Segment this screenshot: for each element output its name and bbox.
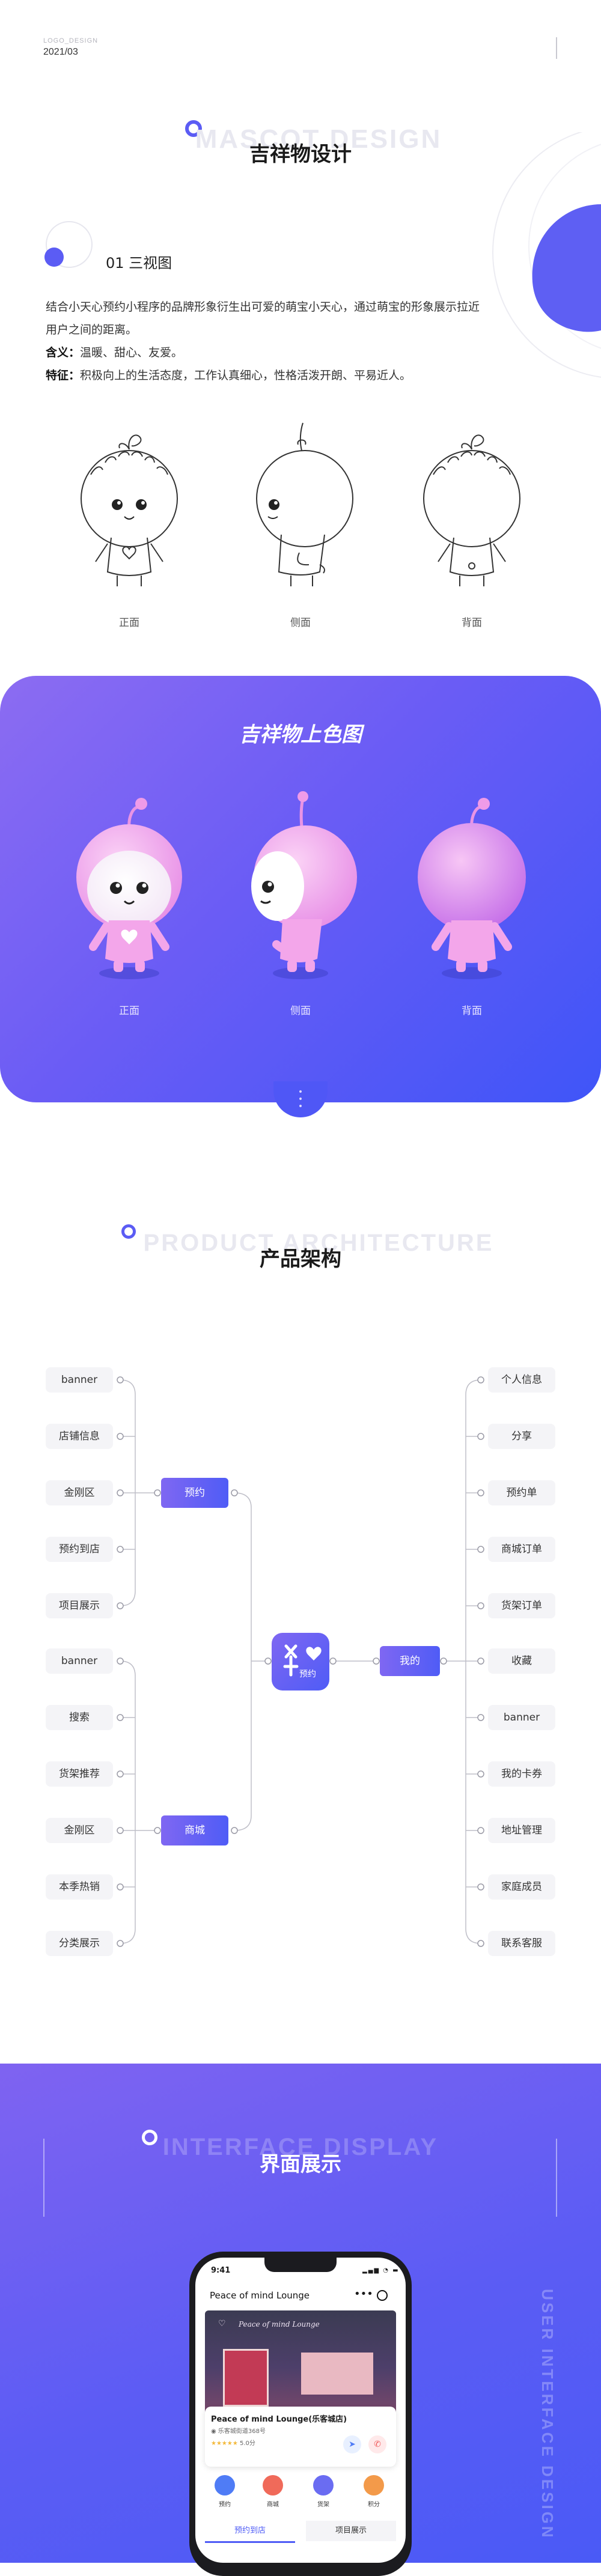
phone-screen: 9:41 ▂▄▆ ◔ ▬ Peace of mind Lounge ••• Pe…: [195, 2258, 406, 2563]
iface-right-line: [556, 2139, 557, 2217]
arch-ring-dot: [121, 1224, 136, 1239]
location-pin-icon: ◉: [211, 2428, 218, 2435]
header-date: 2021/03: [43, 47, 78, 57]
store-address: ◉ 乐客城街道368号: [211, 2426, 266, 2435]
section-ring: [46, 221, 93, 268]
colored-title: 吉祥物上色图: [239, 723, 362, 747]
phone-call-icon[interactable]: ✆: [368, 2435, 386, 2453]
arch-node-booking: 预约: [161, 1478, 228, 1508]
navigate-icon[interactable]: ➤: [343, 2435, 361, 2453]
arch-node-category: 分类展示: [46, 1931, 113, 1956]
arch-node-booking-banner: banner: [46, 1367, 113, 1393]
rating-text: 5.0分: [240, 2440, 255, 2447]
arch-node-personal-info: 个人信息: [488, 1367, 555, 1393]
store-name: Peace of mind Lounge(乐客城店): [211, 2415, 347, 2424]
arch-ghost-title: PRODUCT ARCHITECTURE: [143, 1230, 494, 1256]
arch-title: 产品架构: [260, 1247, 341, 1271]
iface-title: 界面展示: [260, 2152, 341, 2177]
mascot-color-side: [251, 791, 357, 979]
icon-label-mall: 商城: [267, 2502, 279, 2508]
arch-node-mall-kingkong: 金刚区: [46, 1818, 113, 1843]
arch-node-favorites: 收藏: [488, 1648, 555, 1674]
view-caption-side: 侧面: [290, 617, 311, 629]
iface-vertical-text: USER INTERFACE DESIGN: [538, 2289, 557, 2540]
icon-label-shelf: 货架: [317, 2502, 329, 2508]
arch-node-coupons: 我的卡券: [488, 1761, 555, 1787]
mall-icon[interactable]: [263, 2475, 283, 2496]
header-label: LOGO_DESIGN: [43, 37, 99, 44]
three-views-heading: 01 三视图: [106, 255, 172, 272]
store-card[interactable]: Peace of mind Lounge(乐客城店) ◉ 乐客城街道368号 ★…: [205, 2407, 396, 2467]
phone-notch: [264, 2258, 337, 2272]
status-icons: ▂▄▆ ◔ ▬: [362, 2267, 400, 2274]
rating-stars: ★★★★★ 5.0分: [211, 2440, 255, 2447]
arch-node-search: 搜索: [46, 1705, 113, 1730]
iface-ghost-title: INTERFACE DISPLAY: [162, 2134, 439, 2160]
mascot-lineart-front: [81, 434, 178, 586]
mascot-intro: 结合小天心预约小程序的品牌形象衍生出可爱的萌宝小天心，通过萌宝的形象展示拉近 用…: [46, 296, 538, 387]
mascot-ghost-title: MASCOT DESIGN: [195, 124, 442, 154]
store-address-text: 乐客城街道368号: [218, 2428, 266, 2435]
intro-line-2: 用户之间的距离。: [46, 323, 138, 336]
arch-node-booking-order: 预约单: [488, 1480, 555, 1505]
banner-store-door: [223, 2349, 269, 2407]
intro-line-1: 结合小天心预约小程序的品牌形象衍生出可爱的萌宝小天心，通过萌宝的形象展示拉近: [46, 300, 480, 314]
arch-center-label: 预约: [299, 1669, 316, 1679]
arch-connectors: [117, 1376, 484, 1947]
banner-store-shelf: [301, 2353, 373, 2395]
mascot-color-front: [76, 798, 182, 979]
icon-label-booking: 预约: [219, 2502, 231, 2508]
arch-node-booking-kingkong: 金刚区: [46, 1480, 113, 1505]
color-caption-side: 侧面: [290, 1005, 311, 1017]
trait-label: 特征：: [46, 369, 81, 382]
icon-label-points: 积分: [368, 2502, 380, 2508]
arch-node-project-display: 项目展示: [46, 1593, 113, 1618]
iface-ring-dot: [142, 2130, 157, 2145]
mascot-title: 吉祥物设计: [249, 142, 352, 166]
arch-node-support: 联系客服: [488, 1931, 555, 1956]
more-icon[interactable]: •••: [354, 2288, 373, 2300]
arch-node-mall-order: 商城订单: [488, 1537, 555, 1562]
trait-text: 积极向上的生活态度，工作认真细心，性格活泼开朗、平易近人。: [80, 369, 412, 382]
meaning-text: 温暖、甜心、友爱。: [80, 346, 183, 359]
title-ring-dot: [185, 120, 202, 137]
arch-node-store-info: 店铺信息: [46, 1424, 113, 1449]
color-caption-front: 正面: [119, 1005, 139, 1017]
points-icon[interactable]: [364, 2475, 384, 2496]
decor-blob: [492, 132, 601, 378]
mascot-lineart-side: [256, 422, 353, 586]
booking-icon[interactable]: [215, 2475, 235, 2496]
arch-node-address: 地址管理: [488, 1818, 555, 1843]
meaning-label: 含义：: [46, 346, 81, 359]
arch-node-share: 分享: [488, 1424, 555, 1449]
banner-text: Peace of mind Lounge: [239, 2320, 320, 2328]
color-caption-back: 背面: [462, 1005, 482, 1017]
section-dot: [44, 248, 64, 267]
tab-project-display[interactable]: 项目展示: [306, 2521, 396, 2541]
arch-node-mall-banner: banner: [46, 1648, 113, 1674]
header-divider: [556, 37, 557, 59]
banner-heart-icon: ♡: [218, 2319, 226, 2328]
arch-node-mine-banner: banner: [488, 1705, 555, 1730]
mascot-color-back: [418, 798, 526, 979]
brand-logo-icon: [283, 1644, 322, 1677]
panel-dots: •••: [297, 1087, 304, 1111]
arch-node-family: 家庭成员: [488, 1874, 555, 1900]
app-title: Peace of mind Lounge: [210, 2290, 310, 2301]
iface-left-line: [43, 2139, 44, 2217]
arch-node-shelf-recommend: 货架推荐: [46, 1761, 113, 1787]
mascot-lineart-back: [423, 434, 520, 586]
arch-node-visit-store: 预约到店: [46, 1537, 113, 1562]
arch-center-logo: 预约: [272, 1633, 329, 1690]
status-time: 9:41: [211, 2266, 231, 2275]
shelf-icon[interactable]: [313, 2475, 334, 2496]
arch-node-mine: 我的: [380, 1646, 440, 1676]
arch-node-mall: 商城: [161, 1815, 228, 1845]
tab-visit-store[interactable]: 预约到店: [205, 2521, 295, 2543]
view-caption-front: 正面: [119, 617, 139, 629]
close-mini-program-icon[interactable]: [377, 2290, 388, 2301]
view-caption-back: 背面: [462, 617, 482, 629]
arch-node-shelf-order: 货架订单: [488, 1593, 555, 1618]
arch-node-season-hot: 本季热销: [46, 1874, 113, 1900]
